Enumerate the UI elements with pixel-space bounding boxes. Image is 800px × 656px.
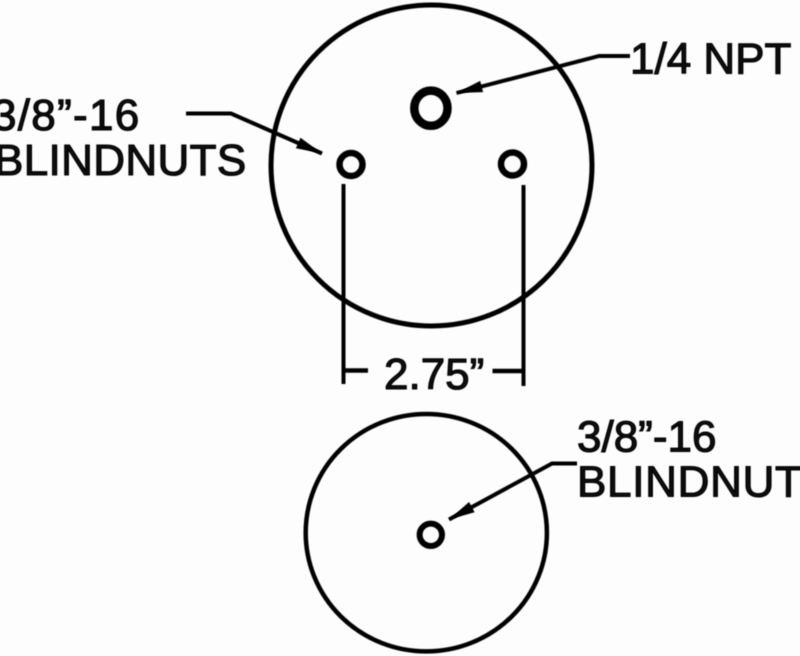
svg-text:BLINDNUTS: BLINDNUTS bbox=[0, 136, 247, 185]
svg-text:1/4 NPT: 1/4 NPT bbox=[630, 35, 791, 84]
svg-text:BLINDNUT: BLINDNUT bbox=[577, 458, 800, 507]
svg-text:2.75”: 2.75” bbox=[384, 350, 484, 399]
svg-text:3/8”-16: 3/8”-16 bbox=[0, 91, 141, 140]
svg-text:3/8”-16: 3/8”-16 bbox=[577, 413, 716, 462]
